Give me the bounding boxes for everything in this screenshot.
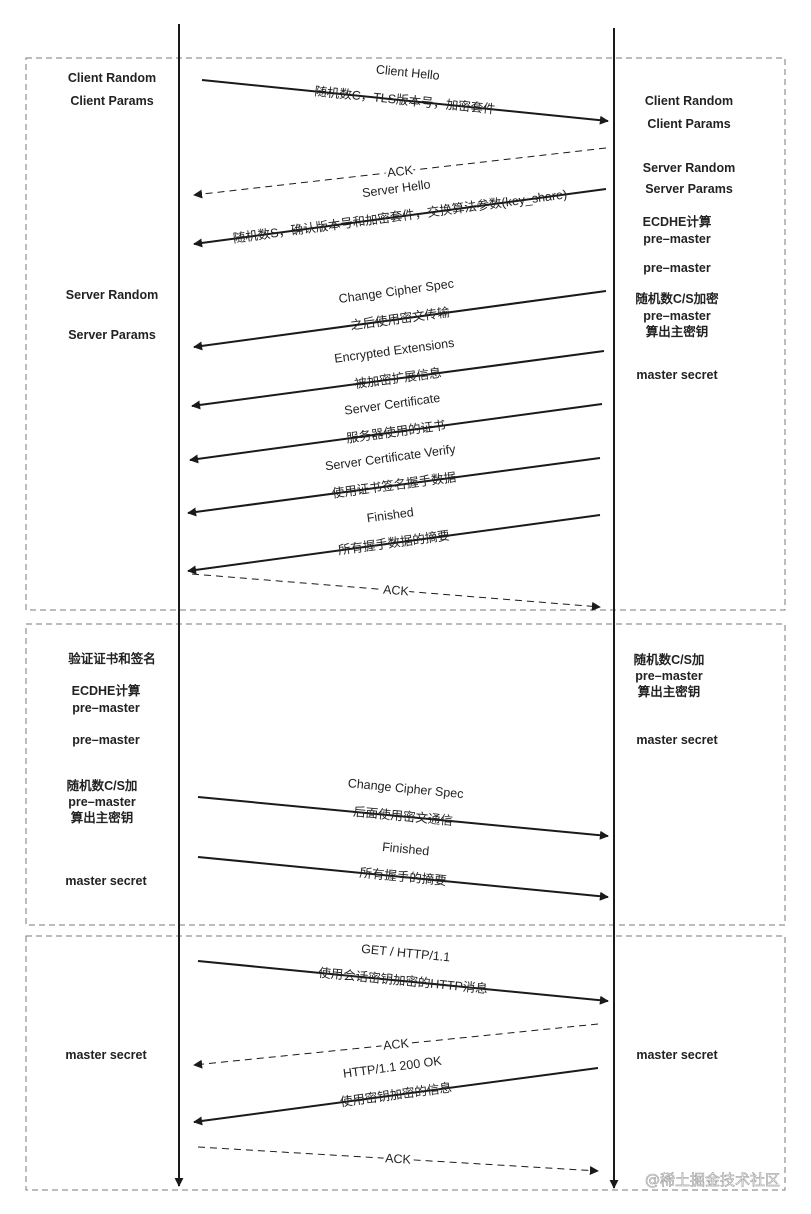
phase-box-server-hello: [25, 57, 786, 611]
message-finished-server: Finished 所有握手数据的摘要: [187, 505, 601, 575]
message-label: ACK: [383, 1036, 411, 1053]
server-note-client-random: Client Random: [645, 94, 733, 108]
message-ack-3: ACK: [193, 1023, 599, 1069]
client-notes: Client Random Client Params Server Rando…: [65, 71, 158, 1062]
message-sublabel: 使用证书签名握手数据: [331, 469, 457, 500]
message-http-get: GET / HTTP/1.1 使用会话密钥加密的HTTP消息: [197, 942, 609, 1005]
message-label: GET / HTTP/1.1: [361, 942, 451, 965]
message-sublabel: 服务器使用的证书: [345, 417, 446, 445]
message-sublabel: 所有握手数据的摘要: [337, 527, 451, 557]
message-ack-4: ACK: [197, 1146, 599, 1176]
message-sublabel: 之后使用密文传输: [349, 304, 451, 332]
message-label: HTTP/1.1 200 OK: [342, 1054, 443, 1081]
server-note-pre-master-2: pre–master: [643, 261, 711, 275]
client-note-client-params: Client Params: [70, 94, 153, 108]
server-note-server-params: Server Params: [645, 182, 733, 196]
phase-boxes: [25, 57, 786, 1191]
phase-box-application-data: [25, 935, 786, 1191]
message-sublabel: 使用密钥加密的信息: [339, 1080, 453, 1110]
server-notes: Client Random Client Params Server Rando…: [634, 94, 736, 1062]
message-label: Finished: [366, 505, 415, 525]
message-sublabel: 后面使用密文通信: [353, 804, 454, 828]
message-ack-2: ACK: [191, 573, 601, 611]
message-label: Server Certificate: [343, 391, 441, 418]
message-label: ACK: [386, 163, 414, 180]
server-note-server-random: Server Random: [643, 161, 735, 175]
server-note-master-secret-3: master secret: [636, 1048, 718, 1062]
message-change-cipher-spec-client: Change Cipher Spec 后面使用密文通信: [197, 776, 609, 840]
client-note-client-random: Client Random: [68, 71, 156, 85]
client-note-ecdhe-compute: ECDHE计算: [72, 683, 141, 698]
message-sublabel: 使用会话密钥加密的HTTP消息: [318, 965, 489, 996]
message-client-hello: Client Hello 随机数C，TLS版本号，加密套件: [201, 62, 609, 125]
client-note-verify-certificate: 验证证书和签名: [68, 651, 156, 666]
server-note-pre-master-4: pre–master: [635, 669, 703, 683]
server-note-compute-master-key-1: 算出主密钥: [646, 324, 709, 339]
client-note-compute-master-key: 算出主密钥: [71, 810, 134, 825]
message-label: Server Certificate Verify: [324, 442, 457, 473]
server-note-compute-master-key-2: 算出主密钥: [638, 684, 701, 699]
client-note-server-params: Server Params: [68, 328, 156, 342]
client-note-server-random: Server Random: [66, 288, 158, 302]
client-note-master-secret-1: master secret: [65, 874, 147, 888]
server-note-client-params: Client Params: [647, 117, 730, 131]
server-note-pre-master-1: pre–master: [643, 232, 711, 246]
server-note-random-cs: 随机数C/S加: [634, 652, 705, 667]
message-label: ACK: [383, 582, 410, 598]
server-note-pre-master-3: pre–master: [643, 309, 711, 323]
message-sublabel: 被加密扩展信息: [354, 365, 443, 391]
watermark: @稀土掘金技术社区: [645, 1171, 780, 1189]
message-label: Client Hello: [375, 62, 440, 82]
client-note-pre-master-3: pre–master: [68, 795, 136, 809]
message-label: ACK: [385, 1151, 412, 1167]
message-label: Encrypted Extensions: [333, 336, 455, 366]
message-label: Server Hello: [361, 177, 431, 200]
message-label: Finished: [382, 840, 430, 859]
message-ack-1: ACK: [193, 147, 607, 199]
client-note-master-secret-2: master secret: [65, 1048, 147, 1062]
message-label: Change Cipher Spec: [338, 277, 455, 307]
message-sublabel: 随机数C，TLS版本号，加密套件: [314, 83, 497, 116]
message-finished-client: Finished 所有握手的摘要: [197, 840, 609, 901]
message-http-200-ok: HTTP/1.1 200 OK 使用密钥加密的信息: [193, 1054, 599, 1126]
lifelines: [174, 24, 619, 1189]
message-change-cipher-spec-server: Change Cipher Spec 之后使用密文传输: [193, 277, 607, 351]
server-note-master-secret-1: master secret: [636, 368, 718, 382]
message-label: Change Cipher Spec: [347, 776, 464, 801]
client-note-pre-master-1: pre–master: [72, 701, 140, 715]
message-sublabel: 所有握手的摘要: [359, 865, 448, 888]
client-note-pre-master-2: pre–master: [72, 733, 140, 747]
server-note-random-cs-encrypt: 随机数C/S加密: [635, 291, 719, 306]
server-note-master-secret-2: master secret: [636, 733, 718, 747]
messages: Client Hello 随机数C，TLS版本号，加密套件 ACK Server…: [187, 62, 609, 1176]
client-note-random-cs: 随机数C/S加: [67, 778, 138, 793]
server-note-ecdhe-compute: ECDHE计算: [643, 214, 712, 229]
